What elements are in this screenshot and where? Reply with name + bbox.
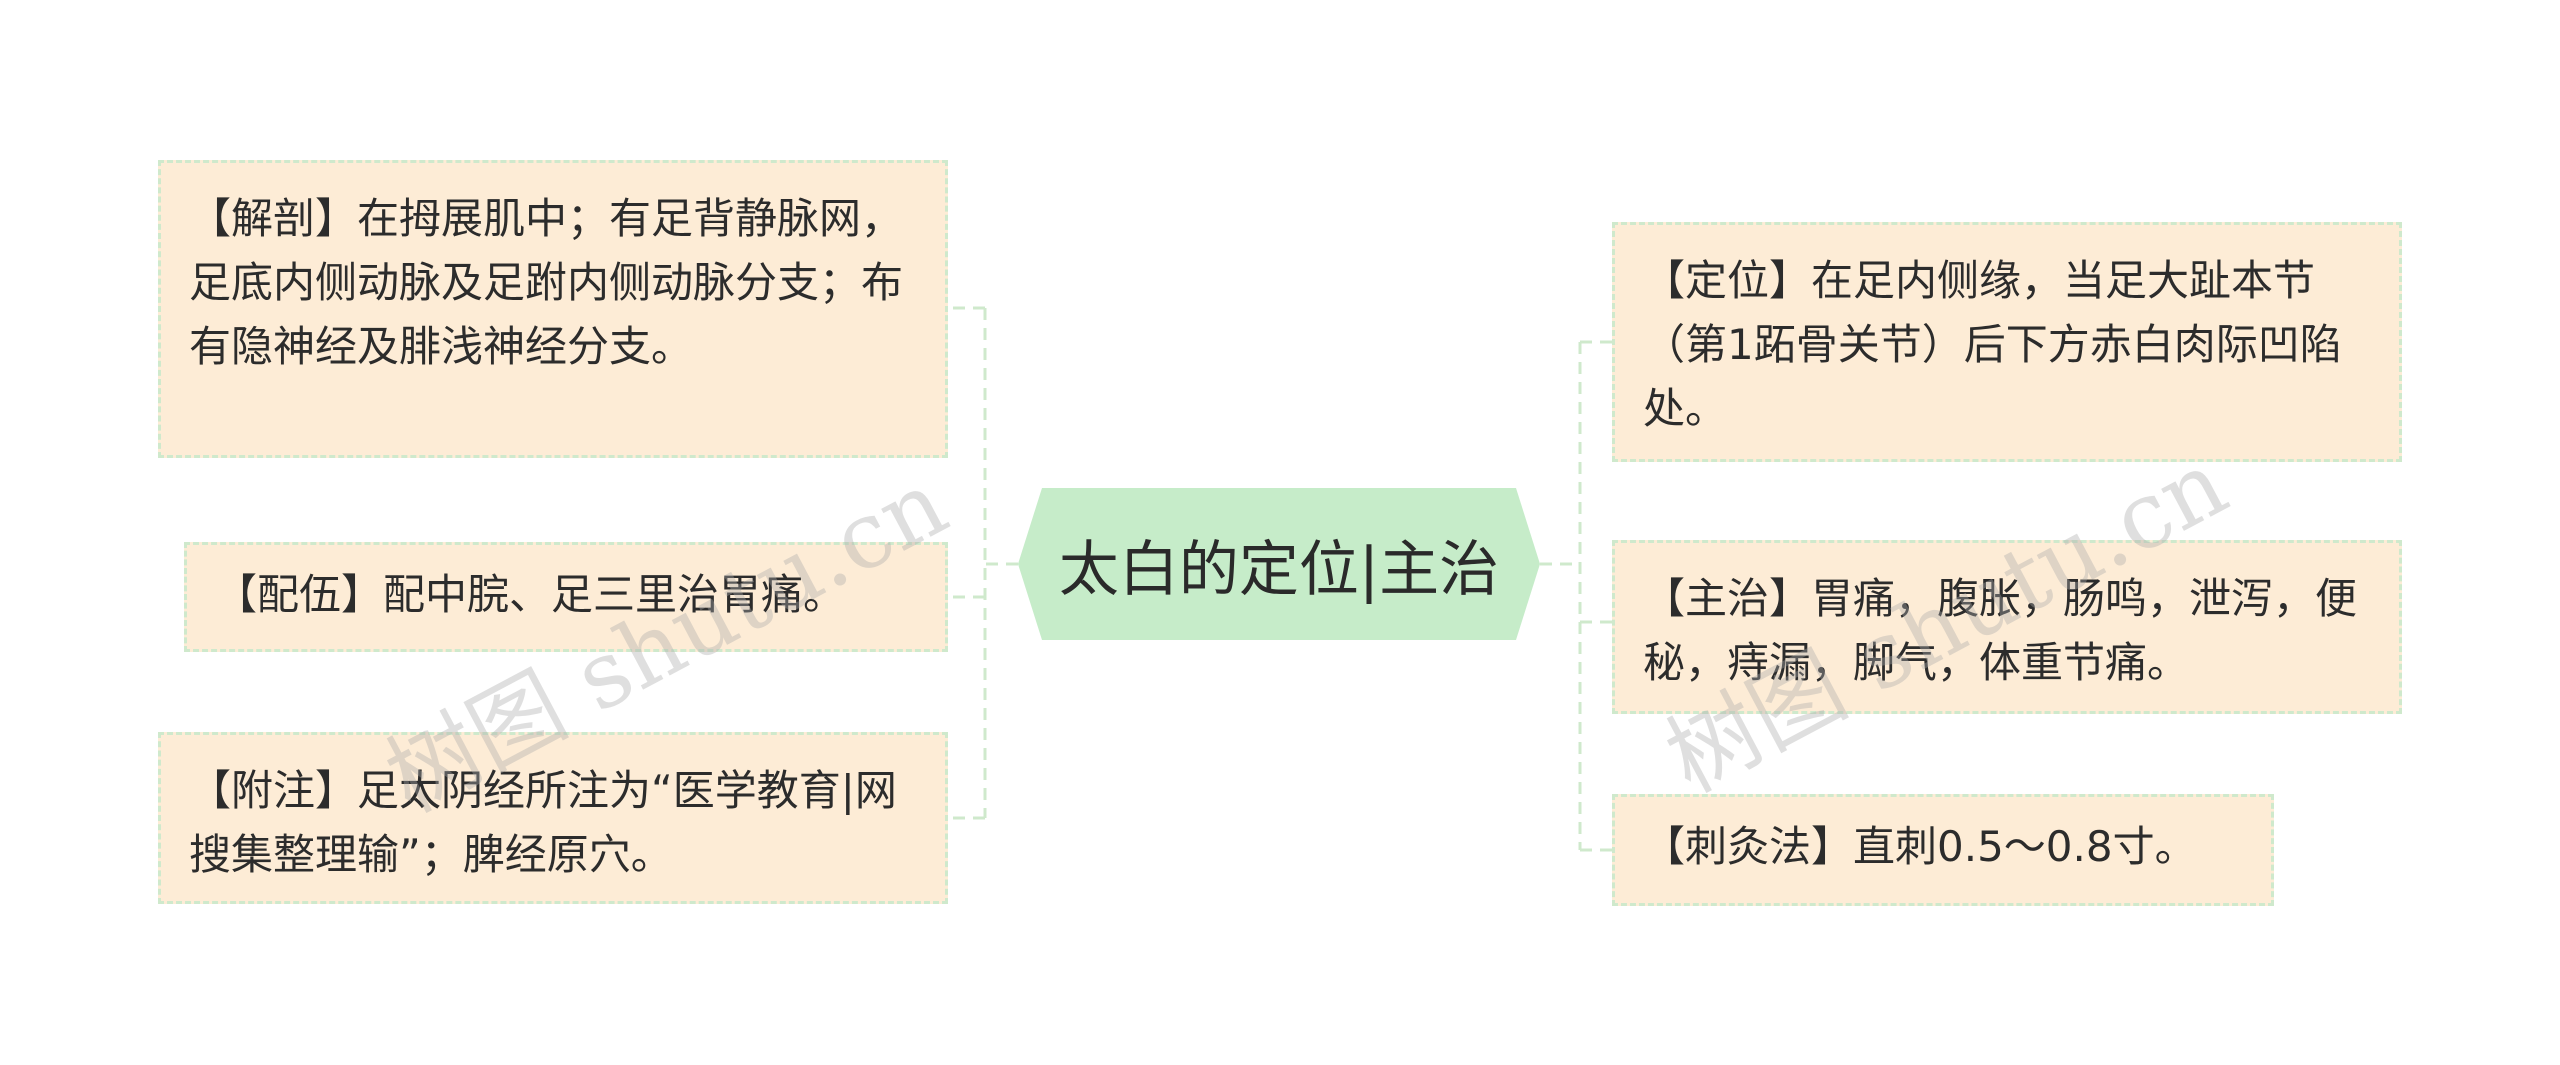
node-indications-text: 【主治】胃痛，腹胀，肠鸣，泄泻，便秘，痔漏，脚气，体重节痛。 [1643,574,2358,687]
node-indications[interactable]: 【主治】胃痛，腹胀，肠鸣，泄泻，便秘，痔漏，脚气，体重节痛。 [1612,540,2402,714]
center-topic-label: 太白的定位|主治 [1058,534,1500,605]
node-location-text: 【定位】在足内侧缘，当足大趾本节（第1跖骨关节）后下方赤白肉际凹陷处。 [1643,256,2342,433]
node-compatibility-text: 【配伍】配中脘、足三里治胃痛。 [215,570,846,619]
node-acupuncture-method[interactable]: 【刺灸法】直刺0.5～0.8寸。 [1612,794,2274,906]
node-location[interactable]: 【定位】在足内侧缘，当足大趾本节（第1跖骨关节）后下方赤白肉际凹陷处。 [1612,222,2402,462]
center-hexagon [1018,488,1540,640]
node-compatibility[interactable]: 【配伍】配中脘、足三里治胃痛。 [184,542,948,652]
node-note-text: 【附注】足太阴经所注为“医学教育|网搜集整理输”；脾经原穴。 [189,766,897,879]
node-acupuncture-method-text: 【刺灸法】直刺0.5～0.8寸。 [1643,822,2197,871]
node-anatomy[interactable]: 【解剖】在拇展肌中；有足背静脉网，足底内侧动脉及足跗内侧动脉分支；布有隐神经及腓… [158,160,948,458]
node-anatomy-text: 【解剖】在拇展肌中；有足背静脉网，足底内侧动脉及足跗内侧动脉分支；布有隐神经及腓… [189,194,904,371]
node-note[interactable]: 【附注】足太阴经所注为“医学教育|网搜集整理输”；脾经原穴。 [158,732,948,904]
center-topic[interactable]: 太白的定位|主治 [1018,488,1540,640]
